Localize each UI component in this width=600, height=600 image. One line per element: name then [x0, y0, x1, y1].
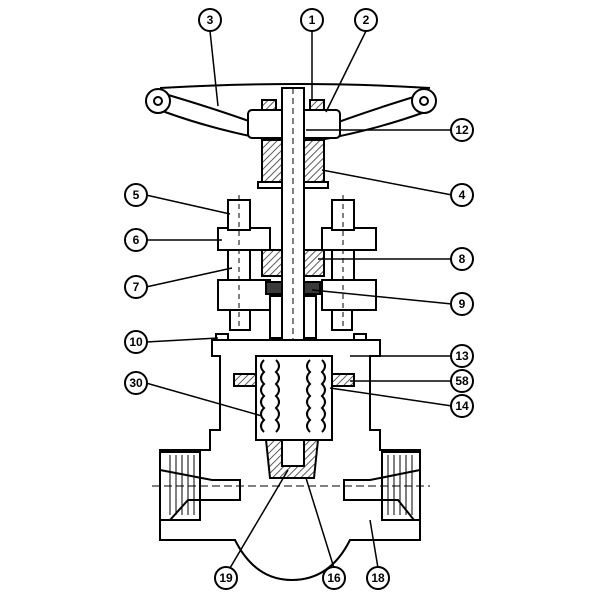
callout-1-label: 1 — [309, 13, 316, 27]
leader-lines — [145, 30, 453, 569]
gland-packing — [261, 249, 325, 339]
callout-10-label: 10 — [129, 335, 143, 349]
valve-body — [152, 339, 430, 582]
callout-30-label: 30 — [129, 376, 143, 390]
callout-2: 2 — [354, 8, 378, 32]
callout-8: 8 — [450, 247, 474, 271]
callout-8-label: 8 — [459, 252, 466, 266]
callout-30: 30 — [124, 371, 148, 395]
handwheel — [145, 83, 437, 142]
callout-9: 9 — [450, 292, 474, 316]
callout-6-label: 6 — [133, 233, 140, 247]
callout-18: 18 — [366, 566, 390, 590]
callout-1: 1 — [300, 8, 324, 32]
callout-58-label: 58 — [455, 374, 469, 388]
callout-7: 7 — [124, 275, 148, 299]
callout-5: 5 — [124, 183, 148, 207]
callout-9-label: 9 — [459, 297, 466, 311]
callout-3-label: 3 — [207, 13, 214, 27]
callout-7-label: 7 — [133, 280, 140, 294]
callout-14-label: 14 — [455, 399, 469, 413]
callout-10: 10 — [124, 330, 148, 354]
callout-13-label: 13 — [455, 349, 469, 363]
callout-58: 58 — [450, 369, 474, 393]
callout-12-label: 12 — [455, 123, 469, 137]
callout-19: 19 — [214, 566, 238, 590]
callout-6: 6 — [124, 228, 148, 252]
callout-4: 4 — [450, 183, 474, 207]
callout-13: 13 — [450, 344, 474, 368]
callout-5-label: 5 — [133, 188, 140, 202]
callout-19-label: 19 — [219, 571, 233, 585]
callout-4-label: 4 — [459, 188, 466, 202]
callout-16-label: 16 — [327, 571, 341, 585]
callout-3: 3 — [198, 8, 222, 32]
callout-2-label: 2 — [363, 13, 370, 27]
callout-12: 12 — [450, 118, 474, 142]
callout-14: 14 — [450, 394, 474, 418]
callout-18-label: 18 — [371, 571, 385, 585]
callout-16: 16 — [322, 566, 346, 590]
